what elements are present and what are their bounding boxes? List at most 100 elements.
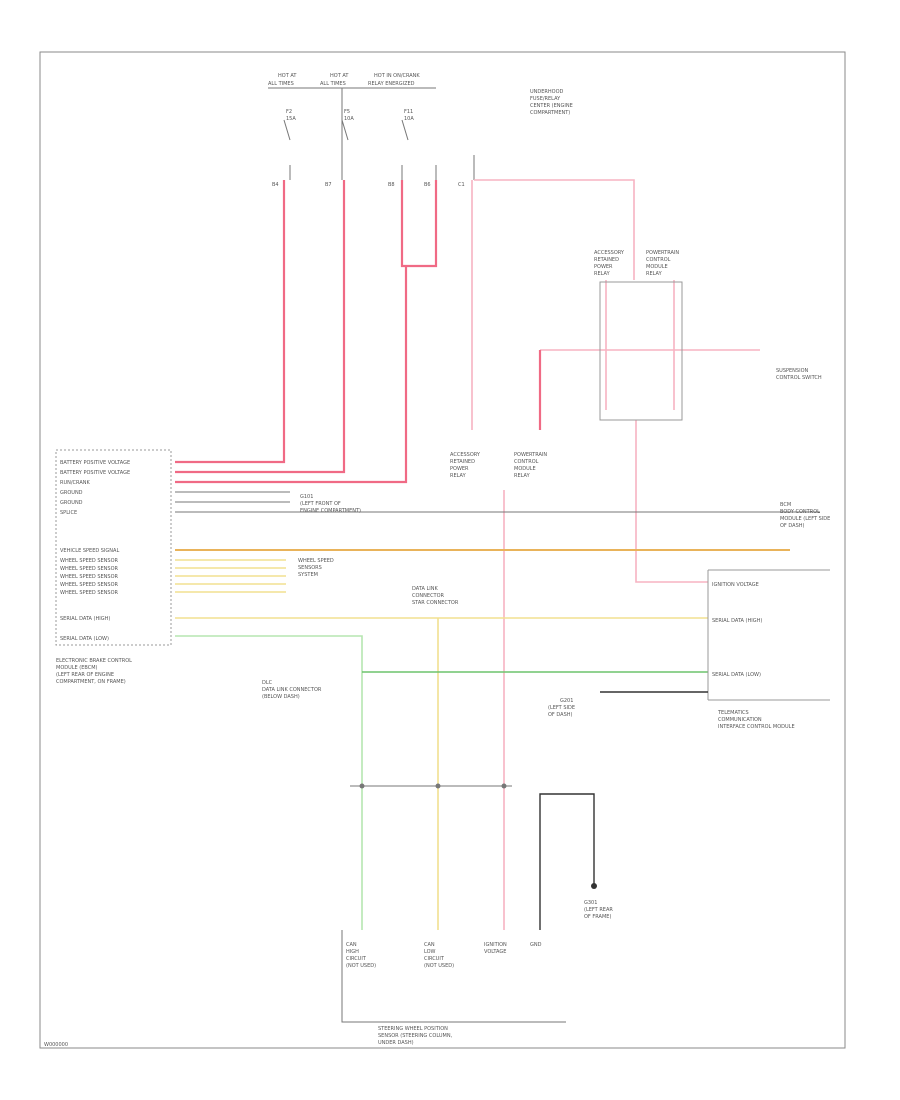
feed-1-line2: ALL TIMES [268, 81, 294, 87]
wire-battery-2 [175, 180, 346, 474]
dlc-2: DATA LINK CONNECTOR [262, 687, 322, 693]
feed-1-line1: HOT AT [278, 73, 297, 79]
ground-right-1: G201 [560, 698, 573, 704]
ground-bottom-3: OF FRAME) [584, 914, 611, 920]
wheel-note-1: WHEEL SPEED [298, 558, 334, 564]
bcm-note-3: MODULE (LEFT SIDE [780, 516, 830, 522]
ebcm-pin-12-name: WHEEL SPEED SENSOR [60, 590, 119, 596]
fuses: F2 15A F5 10A F11 10A [283, 109, 414, 141]
ground-bottom-2: (LEFT REAR [584, 907, 613, 913]
wheel-note-3: SYSTEM [298, 572, 318, 578]
ebcm-pin-6-name: SPLICE [60, 510, 77, 516]
bcm-note-1: BCM [780, 502, 791, 508]
fuse-3-symbol [401, 119, 409, 141]
wire-wheel-speed-group [175, 559, 286, 593]
bottom-conn-2-1: CAN [424, 942, 435, 948]
telematics-pins: IGNITION VOLTAGE SERIAL DATA (HIGH) SERI… [712, 582, 762, 678]
ebcm-pin-2-name: BATTERY POSITIVE VOLTAGE [60, 470, 130, 476]
bcm-note: BCM BODY CONTROL MODULE (LEFT SIDE OF DA… [780, 502, 830, 529]
splice-row [350, 783, 512, 789]
pin-top-2: B7 [325, 182, 332, 188]
wire-serial-low [175, 635, 363, 930]
telematics-label-2: COMMUNICATION [718, 717, 762, 723]
relay-right-4: RELAY [646, 271, 663, 277]
small-relay-left-1: ACCESSORY [450, 452, 481, 458]
fuse-feed-labels: HOT AT ALL TIMES HOT AT ALL TIMES HOT IN… [268, 73, 420, 87]
small-relay-left-4: RELAY [450, 473, 467, 479]
fuse-block-label: UNDERHOOD FUSE/RELAY CENTER (ENGINE COMP… [530, 89, 573, 116]
dlc-label: DLC DATA LINK CONNECTOR (BELOW DASH) [262, 680, 322, 700]
ground-right-label: G201 (LEFT SIDE OF DASH) [548, 698, 575, 718]
ebcm-label-2: MODULE (EBCM) [56, 665, 98, 671]
relay-left-1: ACCESSORY [594, 250, 625, 256]
ebcm-ground-note-3: ENGINE COMPARTMENT) [300, 508, 361, 514]
feed-3-line1: HOT IN ON/CRANK [374, 73, 420, 79]
pin-top-1: B4 [272, 182, 279, 188]
power-wires [175, 179, 760, 930]
telematics-label-3: INTERFACE CONTROL MODULE [718, 724, 795, 730]
fuse-2-rating: 10A [344, 116, 354, 122]
pin-top-3: B8 [388, 182, 395, 188]
telematics-pin-2: SERIAL DATA (HIGH) [712, 618, 762, 624]
relay-right-3: MODULE [646, 264, 668, 270]
bottom-conn-4-1: GND [530, 942, 542, 948]
wire-run-crank [175, 266, 408, 484]
bottom-module-2: SENSOR (STEERING COLUMN, [378, 1033, 453, 1039]
relay-left-3: POWER [594, 264, 613, 270]
ebcm-outline [55, 449, 172, 646]
fuse-1-name: F2 [286, 109, 292, 115]
relay-right-1: POWERTRAIN [646, 250, 679, 256]
bottom-connectors: CAN HIGH CIRCUIT (NOT USED) CAN LOW CIRC… [346, 942, 542, 969]
ebcm-label-3: (LEFT REAR OF ENGINE [56, 672, 114, 678]
ebcm-ground-note-1: G101 [300, 494, 313, 500]
wire-ground-group [175, 491, 420, 513]
ebcm-label-4: COMPARTMENT, ON FRAME) [56, 679, 126, 685]
telematics-module-outline [707, 569, 830, 701]
small-relay-right-3: MODULE [514, 466, 536, 472]
ebcm-pin-9-name: WHEEL SPEED SENSOR [60, 566, 119, 572]
bcm-note-2: BODY CONTROL [780, 509, 820, 515]
ebcm-pin-14-name: SERIAL DATA (LOW) [60, 636, 109, 642]
small-relay-left-2: RETAINED [450, 459, 475, 465]
figure-code: W000000 [44, 1042, 68, 1048]
relay-box [599, 281, 683, 421]
ebcm-ground-note-2: (LEFT FRONT OF [300, 501, 341, 507]
relay-left-4: RELAY [594, 271, 611, 277]
bottom-module-1: STEERING WHEEL POSITION [378, 1026, 448, 1032]
ebcm-pin-8-name: WHEEL SPEED SENSOR [60, 558, 119, 564]
relay-left-2: RETAINED [594, 257, 619, 263]
bottom-conn-3-1: IGNITION [484, 942, 507, 948]
ebcm-pin-1-name: BATTERY POSITIVE VOLTAGE [60, 460, 130, 466]
bottom-conn-2-4: (NOT USED) [424, 963, 454, 969]
ebcm-pin-13-name: SERIAL DATA (HIGH) [60, 616, 110, 622]
dlc-3: (BELOW DASH) [262, 694, 300, 700]
bottom-conn-3-2: VOLTAGE [484, 949, 506, 955]
bottom-conn-1-2: HIGH [346, 949, 359, 955]
diagram-frame [39, 51, 846, 1049]
fuse-1-symbol [283, 119, 291, 141]
ground-bottom-label: G301 (LEFT REAR OF FRAME) [584, 900, 613, 920]
relay-right-2: CONTROL [646, 257, 671, 263]
telematics-label: TELEMATICS COMMUNICATION INTERFACE CONTR… [717, 710, 795, 730]
telematics-pin-1: IGNITION VOLTAGE [712, 582, 759, 588]
star-connector-2: CONNECTOR [412, 593, 445, 599]
bottom-module-3: UNDER DASH) [378, 1040, 414, 1046]
fuse-block-line-3: CENTER (ENGINE [530, 103, 573, 109]
ebcm-pin-labels: BATTERY POSITIVE VOLTAGE BATTERY POSITIV… [60, 460, 130, 642]
fuse-2-name: F5 [344, 109, 350, 115]
suspension-note-1: SUSPENSION [776, 368, 809, 374]
wire-run-crank-loop [400, 180, 438, 268]
small-relay-right-2: CONTROL [514, 459, 539, 465]
star-connector-3: STAR CONNECTOR [412, 600, 459, 606]
star-connector-1: DATA LINK [412, 586, 438, 592]
ground-bottom-1: G301 [584, 900, 597, 906]
bottom-conn-1-1: CAN [346, 942, 357, 948]
feed-3-line2: RELAY ENERGIZED [368, 81, 415, 87]
ebcm-label-1: ELECTRONIC BRAKE CONTROL [56, 658, 132, 664]
bcm-note-4: OF DASH) [780, 523, 805, 529]
relay-labels: ACCESSORY RETAINED POWER RELAY POWERTRAI… [594, 250, 679, 277]
fuse-1-rating: 15A [286, 116, 296, 122]
bottom-conn-1-4: (NOT USED) [346, 963, 376, 969]
fuse-block-line-2: FUSE/RELAY [530, 96, 561, 102]
